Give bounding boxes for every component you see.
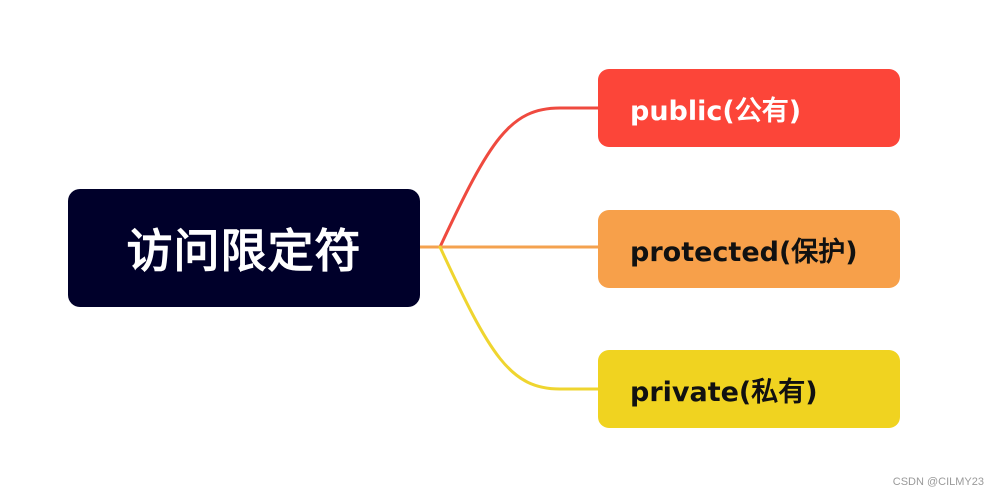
branch-label-private: private(私有) <box>630 376 818 408</box>
branch-node-public: public(公有) <box>598 69 900 147</box>
connector-public <box>438 106 602 249</box>
branch-label-protected: protected(保护) <box>630 236 858 268</box>
branch-label-public: public(公有) <box>630 95 802 127</box>
watermark: CSDN @CILMY23 <box>892 476 984 488</box>
root-label: 访问限定符 <box>126 224 362 278</box>
branch-node-private: private(私有) <box>598 350 900 428</box>
root-node: 访问限定符 <box>68 189 420 307</box>
connector-private <box>438 245 602 391</box>
branch-node-protected: protected(保护) <box>598 210 900 288</box>
